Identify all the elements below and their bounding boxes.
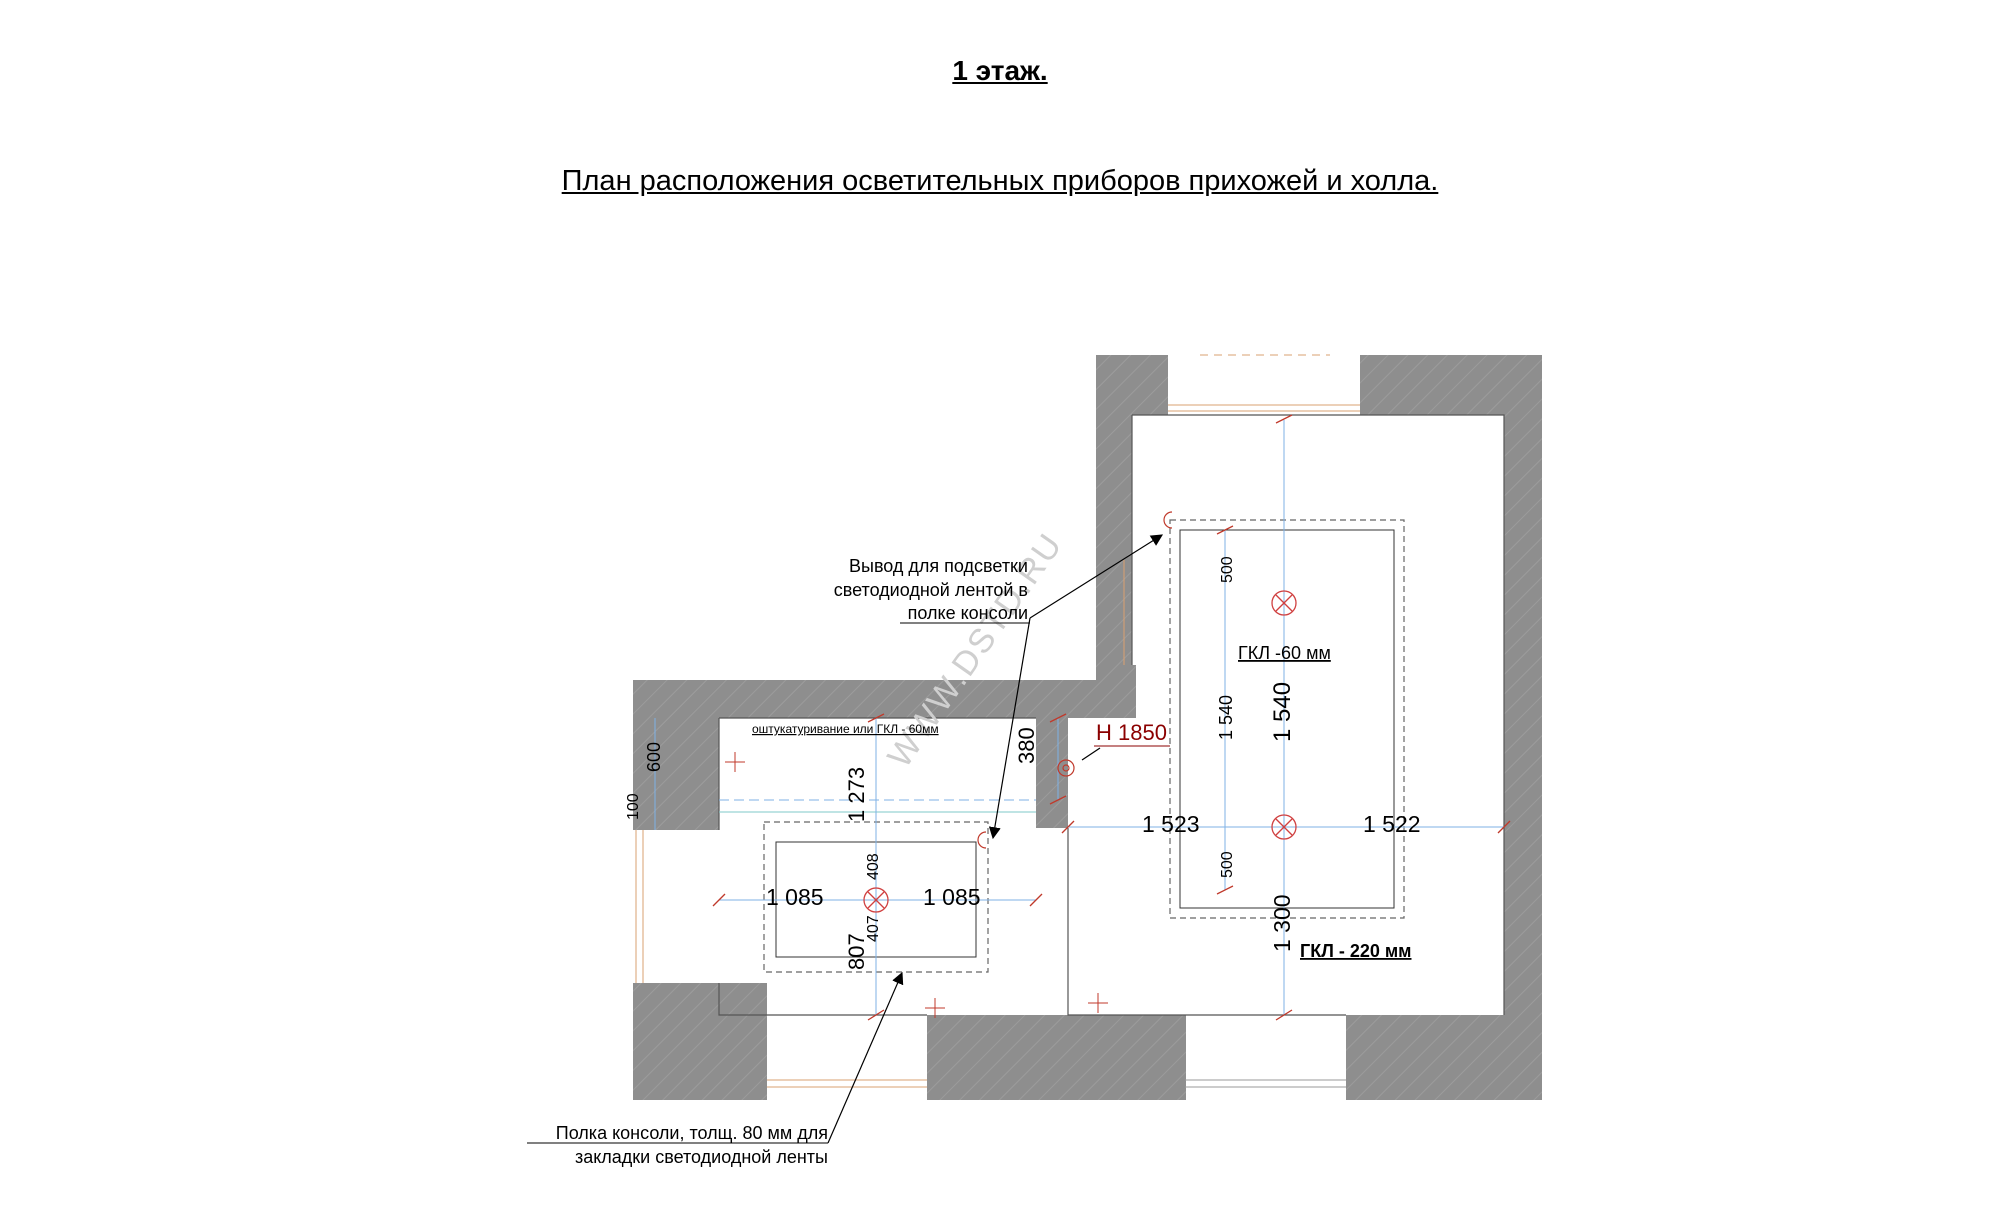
- annotation-led-outlet-line3: полке консоли: [908, 603, 1028, 623]
- dimension-ticks: [712, 414, 1511, 1021]
- dim-1085-right: 1 085: [923, 884, 981, 910]
- annotation-led-outlet-line1: Вывод для подсветки: [849, 556, 1028, 576]
- switch-marks: [725, 752, 1108, 1018]
- annotation-plaster: оштукатуривание или ГКЛ - 60мм: [752, 722, 939, 736]
- walls: [633, 355, 1542, 1100]
- annotation-gkl-60: ГКЛ -60 мм: [1238, 643, 1331, 663]
- dim-1523: 1 523: [1142, 811, 1200, 837]
- wall-outlet-h1850: [1057, 759, 1075, 777]
- dim-1540-inner: 1 540: [1216, 695, 1236, 740]
- dimension-lines: [654, 420, 1504, 1015]
- dim-380: 380: [1014, 727, 1039, 764]
- light-fixture-entrance: [863, 887, 889, 913]
- dim-1300: 1 300: [1269, 894, 1295, 952]
- openings: [635, 354, 1360, 1088]
- annotation-gkl-220: ГКЛ - 220 мм: [1300, 941, 1411, 961]
- light-fixture-hall-top: [1271, 590, 1297, 616]
- dim-1522: 1 522: [1363, 811, 1421, 837]
- dim-600: 600: [644, 742, 664, 772]
- dim-500-top: 500: [1219, 556, 1236, 583]
- dim-807: 807: [844, 933, 869, 970]
- room-outlines: [718, 414, 1505, 1016]
- led-outlet-marks: [977, 511, 1173, 849]
- dim-1540-outer: 1 540: [1269, 682, 1296, 742]
- dim-500-bottom: 500: [1219, 851, 1236, 878]
- dim-1085-left: 1 085: [766, 884, 824, 910]
- plan-title: План расположения осветительных приборов…: [561, 165, 1439, 197]
- light-fixture-hall-bottom: [1271, 814, 1297, 840]
- annotation-height-mark: H 1850: [1096, 720, 1167, 745]
- leader-lines: [827, 534, 1164, 1144]
- dim-407: 407: [865, 915, 882, 942]
- dim-1273: 1 273: [844, 767, 869, 822]
- annotation-led-outlet-line2: светодиодной лентой в: [834, 580, 1028, 600]
- dim-408: 408: [865, 853, 882, 880]
- annotation-console-shelf-line1: Полка консоли, толщ. 80 мм для: [556, 1123, 828, 1143]
- dim-100: 100: [625, 793, 642, 820]
- annotation-console-shelf-line2: закладки светодиодной ленты: [575, 1147, 828, 1167]
- floor-title: 1 этаж.: [952, 55, 1048, 86]
